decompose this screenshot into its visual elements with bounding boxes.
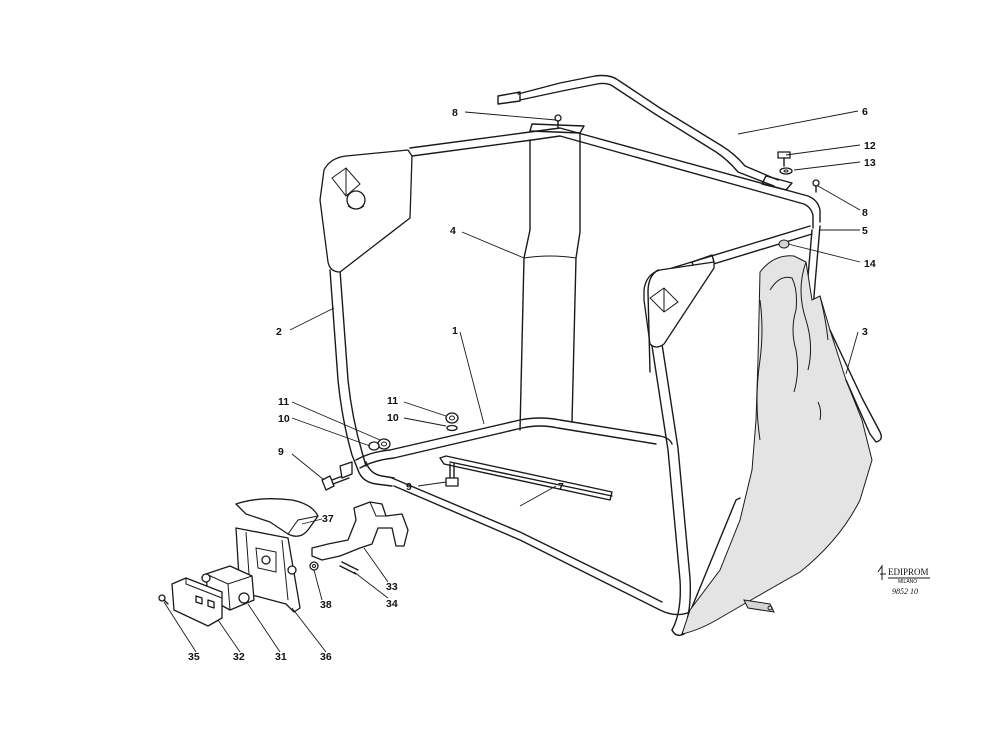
part-37-latch-cover [235, 498, 319, 537]
part-35-screw [158, 594, 169, 605]
leader-lines [163, 110, 861, 653]
callout-2: 2 [276, 326, 282, 338]
callout-9-center: 9 [406, 481, 412, 493]
part-6-handle-bar [497, 74, 793, 191]
callout-7: 7 [558, 481, 564, 493]
callout-38: 38 [320, 599, 332, 611]
callout-32: 32 [233, 651, 245, 663]
drawing-code: 9852 10 [892, 587, 918, 596]
callout-14: 14 [864, 258, 876, 270]
washer-10-center [446, 424, 458, 432]
callout-6: 6 [862, 106, 868, 118]
callout-1: 1 [452, 325, 458, 337]
publisher-logo: EDIPROM MILANO 9852 10 [877, 564, 930, 596]
callout-10-left: 10 [278, 413, 290, 425]
right-side-frame-tube [647, 317, 692, 637]
part-4-rear-panel [519, 133, 581, 431]
nut-14 [778, 239, 790, 249]
right-side-plate [643, 261, 715, 373]
part-7-bottom-bar [439, 455, 613, 501]
callout-36: 36 [320, 651, 332, 663]
callout-9-left: 9 [278, 446, 284, 458]
callout-11-center: 11 [387, 395, 398, 407]
logo-city: MILANO [898, 579, 917, 585]
callout-10-center: 10 [387, 412, 399, 424]
bolt-9-center [445, 463, 459, 487]
part-32-plate [171, 577, 223, 627]
callout-8-right: 8 [862, 207, 868, 219]
callout-34: 34 [386, 598, 398, 610]
part-3-grass-bag [681, 255, 883, 635]
washer-10-left [368, 441, 380, 451]
callout-35: 35 [188, 651, 200, 663]
callout-12: 12 [864, 140, 876, 152]
screw-8-right [812, 179, 820, 193]
bolt-9-left [321, 461, 353, 491]
screw-12 [777, 151, 791, 167]
part-5-top-frame-tube [409, 123, 821, 277]
callout-31: 31 [275, 651, 287, 663]
callout-4: 4 [450, 225, 456, 237]
part-2-left-frame-tube [329, 269, 395, 487]
part-1-bottom-frame [355, 417, 741, 616]
screw-8-top [554, 114, 562, 129]
callout-8-top: 8 [452, 107, 458, 119]
logo-mark-icon [877, 564, 886, 580]
washer-13 [779, 167, 793, 175]
part-34-pin [339, 561, 359, 575]
callout-37: 37 [322, 513, 334, 525]
nut-11-left [377, 438, 391, 450]
part-38-screw [309, 561, 319, 571]
part-33-latch-lever [311, 501, 409, 561]
left-side-plate [319, 149, 413, 273]
logo-name: EDIPROM [888, 567, 929, 577]
callout-3: 3 [862, 326, 868, 338]
callout-labels: 8 6 12 13 8 5 14 4 3 2 1 11 10 11 10 9 9… [188, 106, 876, 663]
callout-33: 33 [386, 581, 398, 593]
callout-13: 13 [864, 157, 876, 169]
callout-5: 5 [862, 225, 868, 237]
callout-11-left: 11 [278, 396, 289, 408]
nut-11-center [445, 412, 459, 424]
